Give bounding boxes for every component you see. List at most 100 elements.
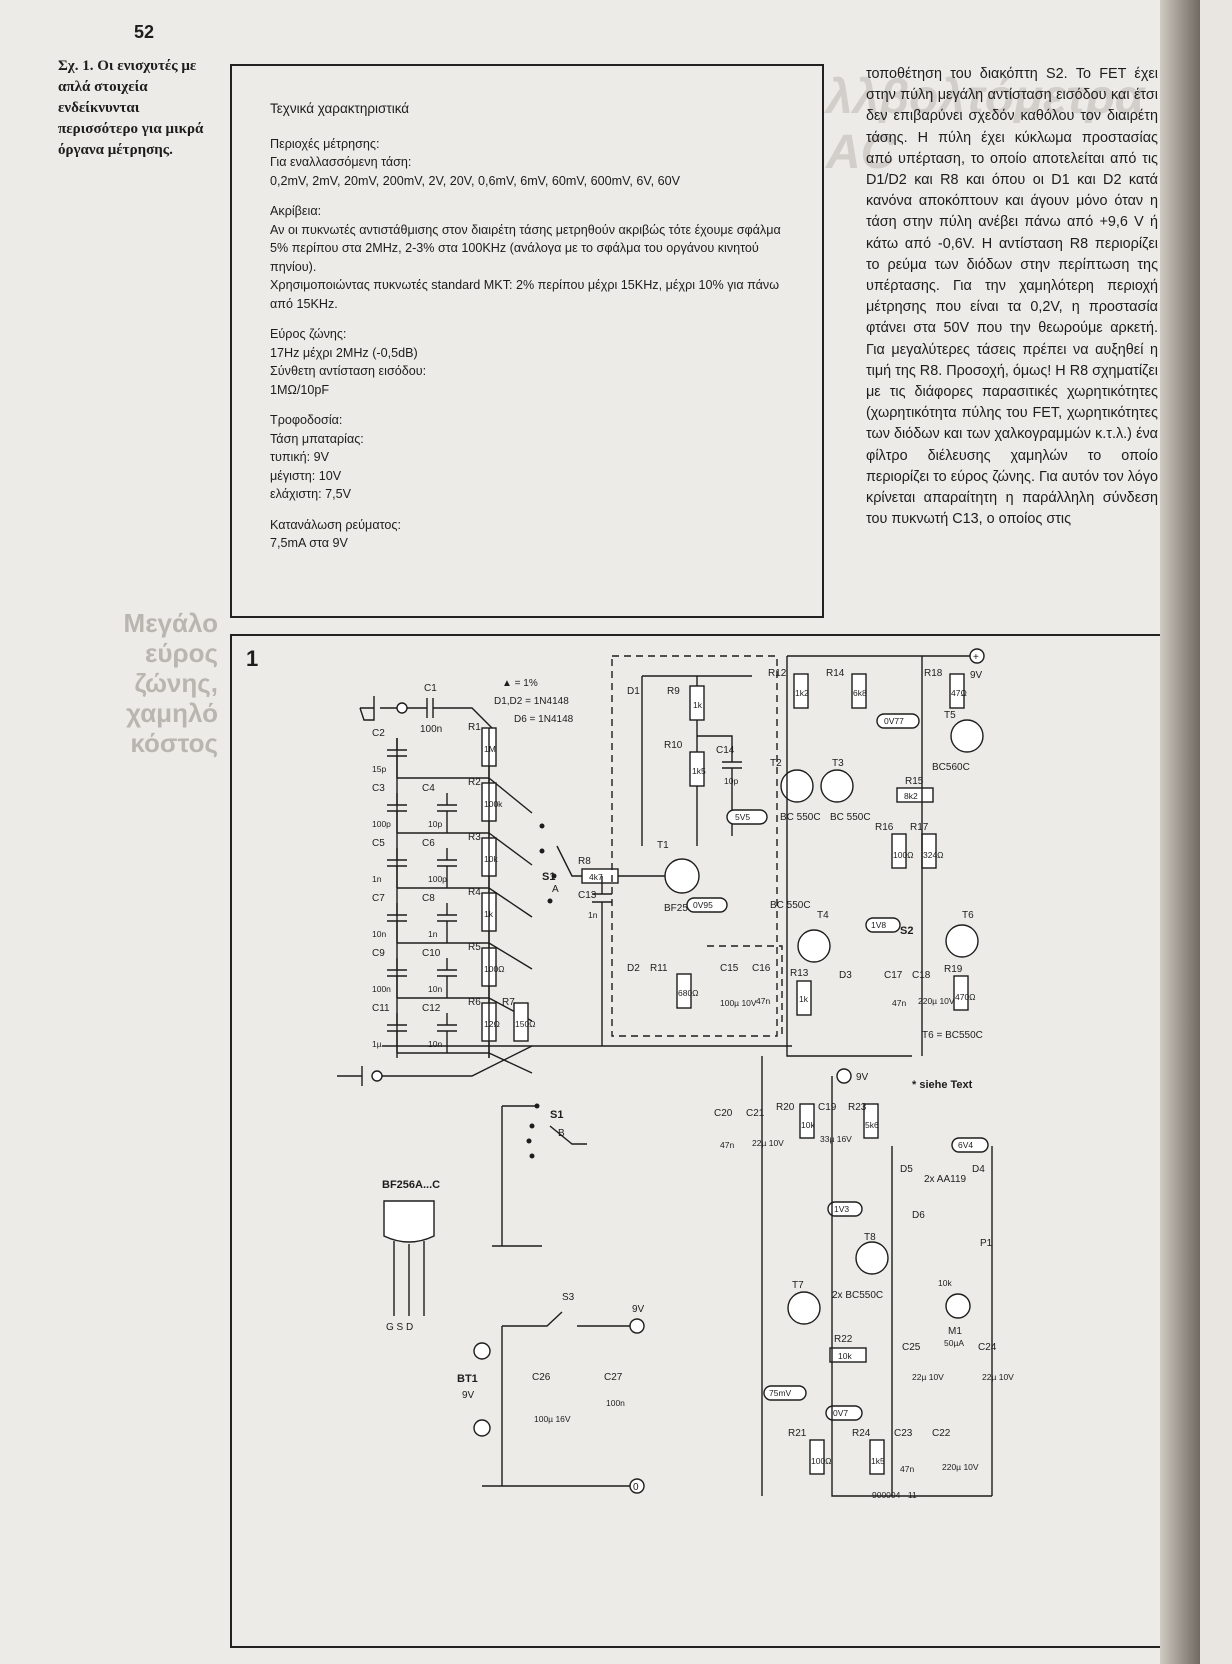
t3-value: BC 550C: [830, 812, 871, 823]
r24-resistor: [869, 1439, 885, 1475]
divider-tap-wire-2: [397, 821, 533, 866]
bt1-label: BT1: [457, 1373, 478, 1385]
r16-label: R16: [875, 822, 894, 833]
c13-symbol: [592, 876, 612, 1046]
divider-cap-left-value-4: 10n: [372, 929, 386, 939]
c16-value: 47n: [756, 996, 770, 1006]
voltage-tag-1v8: [865, 917, 901, 933]
divider-resistor-label-4: R4: [468, 887, 481, 898]
meter-m1: [945, 1293, 971, 1319]
r23-value: 5k6: [865, 1120, 879, 1130]
supply-plus-terminal-2: [836, 1068, 852, 1084]
divider-cap-right-label-3: C6: [422, 838, 435, 849]
s1-b-label: S1: [550, 1109, 563, 1121]
c24-label: C24: [978, 1342, 997, 1353]
divider-cap-right-3: [437, 848, 457, 888]
voltage-1v8: 1V8: [871, 920, 886, 930]
specs-power: Τροφοδοσία: Τάση μπαταρίας: τυπική: 9V μ…: [270, 413, 364, 501]
battery-plus-terminal: [629, 1318, 645, 1334]
c24-value: 22µ 10V: [982, 1372, 1014, 1382]
c23-label: C23: [894, 1428, 913, 1439]
t2-value: BC 550C: [780, 812, 821, 823]
divider-cap-right-label-2: C4: [422, 783, 435, 794]
specs-range: Περιοχές μέτρησης: Για εναλλασσόμενη τάσ…: [270, 136, 681, 188]
t2-transistor: [780, 769, 814, 803]
r11-label: R11: [650, 963, 668, 974]
voltage-0v7: 0V7: [833, 1408, 848, 1418]
divider-cap-left-label-3: C5: [372, 838, 385, 849]
fet-package: [383, 1200, 435, 1243]
r7-value: 150Ω: [515, 1019, 536, 1029]
bleed-through-headline: λλβολτόμετρα AC: [826, 71, 1145, 179]
p1-value: 10k: [938, 1278, 952, 1288]
d6-label: D6: [912, 1210, 925, 1221]
divider-resistor-value-3: 10k: [484, 854, 498, 864]
legend-d6: D6 = 1N4148: [514, 714, 574, 725]
r21-value: 100Ω: [811, 1456, 832, 1466]
r16-resistor: [891, 833, 907, 869]
specifications-box: Τεχνικά χαρακτηριστικά Περιοχές μέτρησης…: [230, 64, 824, 618]
s1-b-pole: B: [558, 1128, 565, 1139]
legend-1pct: ▲ = 1%: [502, 678, 538, 689]
legend-d1d2: D1,D2 = 1N4148: [494, 696, 569, 707]
r11-value: 680Ω: [678, 988, 699, 998]
c1-value: 100n: [420, 724, 442, 735]
c27-label: C27: [604, 1372, 623, 1383]
r22-resistor: [829, 1347, 867, 1363]
c16-label: C16: [752, 963, 771, 974]
c22-label: C22: [932, 1428, 951, 1439]
ground-zero-terminal: [629, 1478, 645, 1494]
c22-value: 220µ 10V: [942, 1462, 979, 1472]
d5-label: D5: [900, 1164, 913, 1175]
voltage-0v77: 0V77: [884, 716, 904, 726]
divider-tap-wire-3: [397, 876, 533, 918]
t7-transistor: [787, 1291, 821, 1325]
r17-label: R17: [910, 822, 929, 833]
r18-value: 47Ω: [951, 688, 967, 698]
c25-value: 22µ 10V: [912, 1372, 944, 1382]
r9-resistor: [689, 685, 705, 721]
divider-cap-left-value-3: 1n: [372, 874, 382, 884]
t4-transistor: [797, 929, 831, 963]
divider-cap-right-value-6: 10n: [428, 1039, 442, 1049]
voltage-0v95: 0V95: [693, 900, 713, 910]
r10-resistor: [689, 751, 705, 787]
divider-cap-right-value-4: 1n: [428, 929, 438, 939]
r23-label: R23: [848, 1102, 867, 1113]
c26-label: C26: [532, 1372, 551, 1383]
r14-resistor: [851, 673, 867, 709]
m1-label: M1: [948, 1326, 962, 1337]
r22-value: 10k: [838, 1351, 852, 1361]
r9-label: R9: [667, 686, 680, 697]
divider-resistor-label-1: R1: [468, 722, 481, 733]
t1-transistor: [664, 858, 700, 894]
t5-transistor: [950, 719, 984, 753]
t1-label: T1: [657, 840, 669, 851]
r13-label: R13: [790, 968, 809, 979]
divider-cap-right-2: [437, 793, 457, 833]
r19-value: 470Ω: [955, 992, 976, 1002]
divider-cap-right-6: [437, 1013, 457, 1053]
c17-label: C17: [884, 970, 903, 981]
t6-transistor: [945, 924, 979, 958]
c20-label: C20: [714, 1108, 733, 1119]
r24-label: R24: [852, 1428, 871, 1439]
fet-leads: [393, 1241, 425, 1316]
c13-value: 1n: [588, 910, 598, 920]
c23-value: 47n: [900, 1464, 914, 1474]
c15-value: 100µ 10V: [720, 998, 757, 1008]
voltage-tag-75mv: [763, 1385, 807, 1401]
input-probe-symbol: [359, 696, 397, 721]
t2-label: T2: [770, 758, 782, 769]
d1-label: D1: [627, 686, 640, 697]
t8-label: T8: [864, 1232, 876, 1243]
r15-label: R15: [905, 776, 924, 787]
divider-cap-left-value-5: 100n: [372, 984, 391, 994]
divider-cap-right-value-3: 100p: [428, 874, 447, 884]
voltage-tag-1v3: [827, 1201, 863, 1217]
r18-resistor: [949, 673, 965, 709]
r12-resistor: [793, 673, 809, 709]
t5-value: BC560C: [932, 762, 970, 773]
d4-label: D4: [972, 1164, 985, 1175]
divider-resistor-label-2: R2: [468, 777, 481, 788]
